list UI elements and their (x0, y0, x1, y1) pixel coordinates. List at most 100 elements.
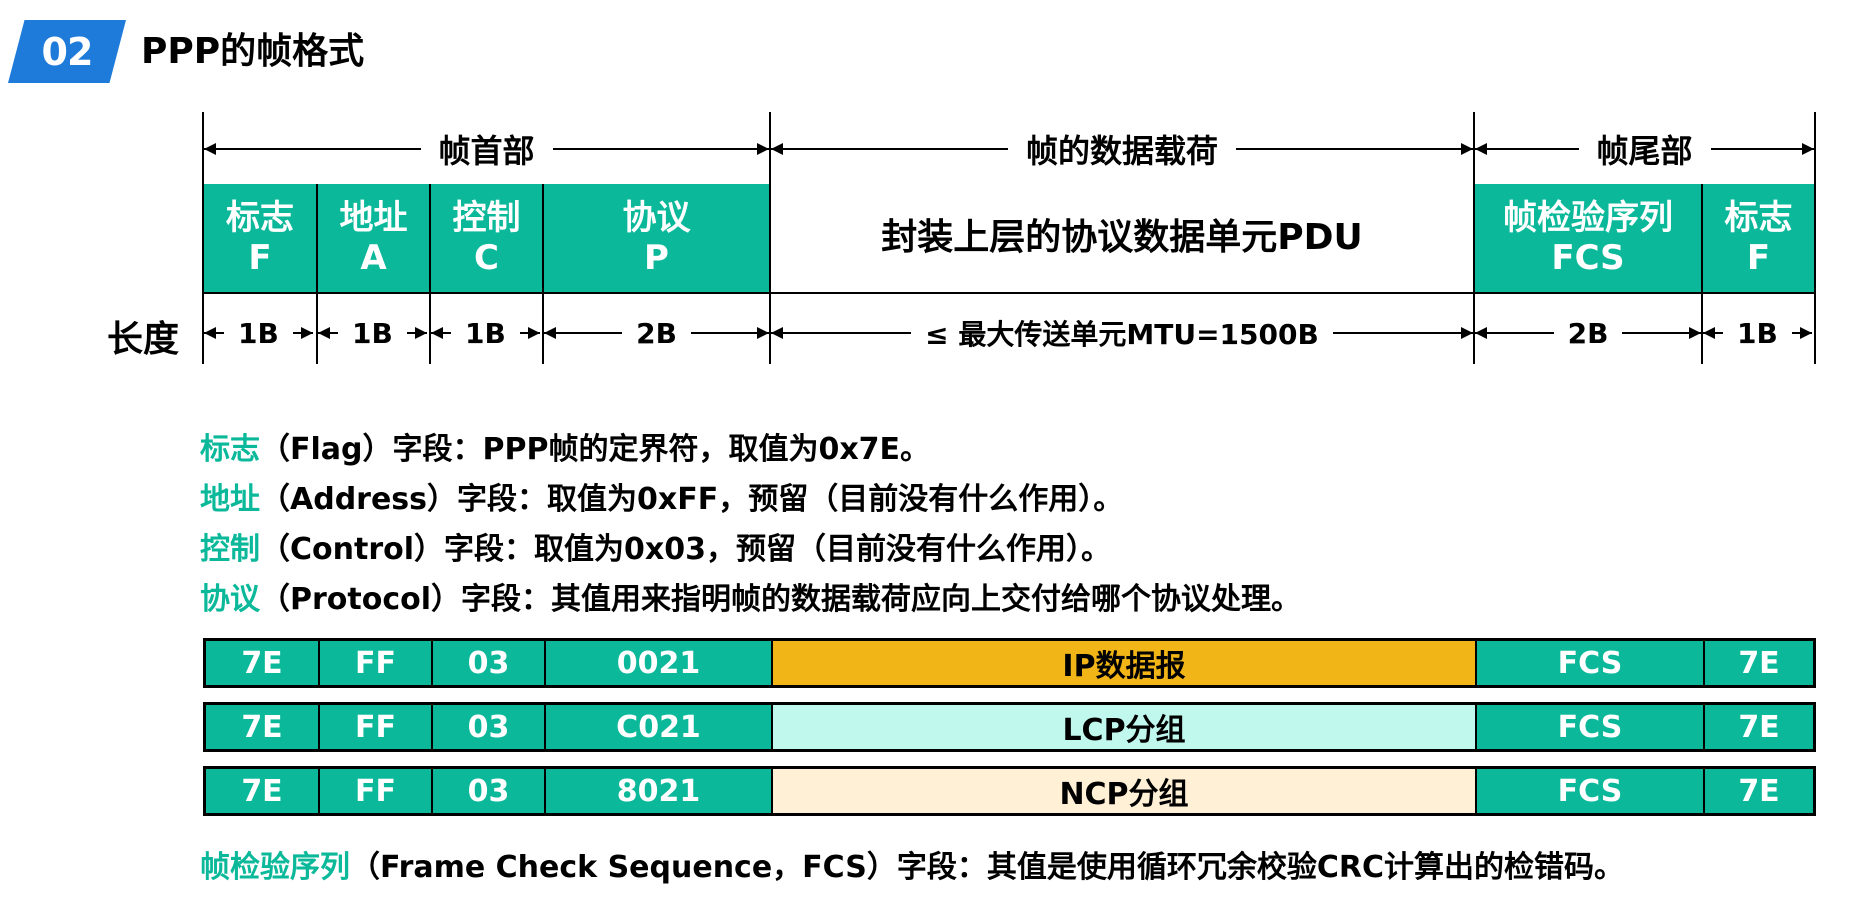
field-abbr: C (474, 238, 499, 278)
example-control: 03 (433, 705, 546, 749)
example-flag: 7E (206, 705, 320, 749)
example-flag: 7E (206, 641, 320, 685)
field-protocol: 协议 P (544, 184, 771, 292)
length-address: 1B (318, 316, 429, 350)
group-label: 帧首部 (438, 132, 535, 170)
example-fcs: FCS (1477, 641, 1705, 685)
description-text: （Address）字段：取值为0xFF，预留（目前没有什么作用）。 (260, 482, 1124, 517)
group-trailer-span: 帧尾部 (1475, 132, 1815, 170)
arrow-left-icon (318, 327, 338, 339)
description-key: 地址 (200, 482, 260, 517)
description-text: （Protocol）字段：其值用来指明帧的数据载荷应向上交付给哪个协议处理。 (260, 582, 1302, 617)
arrow-left-icon (431, 327, 451, 339)
example-frame-lcp: 7E FF 03 C021 LCP分组 FCS 7E (203, 702, 1816, 752)
boundary-line (429, 292, 431, 364)
arrow-left-icon (1475, 143, 1579, 155)
boundary-line (1701, 292, 1703, 364)
field-abbr: FCS (1551, 238, 1625, 278)
field-abbr: A (360, 238, 387, 278)
example-end-flag: 7E (1705, 769, 1813, 813)
example-payload: IP数据报 (773, 641, 1477, 685)
arrow-right-icon (1710, 143, 1815, 155)
description-text: （Frame Check Sequence，FCS）字段：其值是使用循环冗余校验… (350, 850, 1624, 885)
field-name: 标志 (226, 198, 294, 238)
example-address: FF (320, 705, 433, 749)
length-value: 1B (1737, 316, 1778, 350)
field-payload: 封装上层的协议数据单元PDU (771, 184, 1475, 292)
arrow-right-icon (1622, 327, 1702, 339)
example-payload: NCP分组 (773, 769, 1477, 813)
field-abbr: F (1746, 238, 1771, 278)
arrow-right-icon (519, 327, 540, 339)
description-text: （Flag）字段：PPP帧的定界符，取值为0x7E。 (260, 432, 931, 467)
field-name: 地址 (339, 198, 408, 238)
description-text: （Control）字段：取值为0x03，预留（目前没有什么作用）。 (260, 532, 1111, 567)
example-payload: LCP分组 (773, 705, 1477, 749)
arrow-right-icon (1236, 143, 1474, 155)
example-address: FF (320, 769, 433, 813)
field-abbr: P (644, 238, 669, 278)
section-number-badge: 02 (8, 20, 126, 83)
length-label: 长度 (107, 319, 180, 360)
arrow-left-icon (204, 327, 224, 339)
field-fcs: 帧检验序列 FCS (1475, 184, 1703, 292)
length-payload: ≤ 最大传送单元MTU=1500B (771, 318, 1474, 351)
description-address: 地址（Address）字段：取值为0xFF，预留（目前没有什么作用）。 (200, 480, 1123, 520)
example-protocol: C021 (546, 705, 773, 749)
example-protocol: 0021 (546, 641, 773, 685)
example-frame-ip: 7E FF 03 0021 IP数据报 FCS 7E (203, 638, 1816, 688)
description-key: 标志 (200, 432, 260, 467)
example-end-flag: 7E (1705, 705, 1813, 749)
description-control: 控制（Control）字段：取值为0x03，预留（目前没有什么作用）。 (200, 530, 1111, 570)
boundary-line (542, 292, 544, 364)
field-name: 标志 (1724, 198, 1793, 238)
arrow-left-icon (771, 143, 1008, 155)
length-end-flag: 1B (1703, 316, 1814, 350)
field-name: 封装上层的协议数据单元PDU (881, 217, 1363, 258)
length-value: 1B (238, 316, 279, 350)
example-flag: 7E (206, 769, 320, 813)
length-control: 1B (431, 316, 542, 350)
example-fcs: FCS (1477, 769, 1705, 813)
example-frame-ncp: 7E FF 03 8021 NCP分组 FCS 7E (203, 766, 1816, 816)
field-abbr: F (248, 238, 272, 278)
description-protocol: 协议（Protocol）字段：其值用来指明帧的数据载荷应向上交付给哪个协议处理。 (200, 580, 1301, 620)
description-key: 帧检验序列 (200, 850, 350, 885)
field-end-flag: 标志 F (1703, 184, 1814, 292)
length-value: ≤ 最大传送单元MTU=1500B (925, 318, 1319, 351)
page-title: PPP的帧格式 (141, 31, 365, 72)
length-value: 1B (352, 316, 393, 350)
example-control: 03 (433, 769, 546, 813)
group-header-span: 帧首部 (204, 132, 770, 170)
field-name: 帧检验序列 (1503, 198, 1673, 238)
example-end-flag: 7E (1705, 641, 1813, 685)
description-flag: 标志（Flag）字段：PPP帧的定界符，取值为0x7E。 (200, 430, 930, 470)
field-flag: 标志 F (204, 184, 318, 292)
description-fcs: 帧检验序列（Frame Check Sequence，FCS）字段：其值是使用循… (200, 848, 1624, 888)
field-name: 控制 (452, 198, 521, 238)
description-key: 协议 (200, 582, 260, 617)
length-fcs: 2B (1475, 317, 1702, 350)
arrow-left-icon (771, 327, 912, 339)
arrow-left-icon (1703, 327, 1723, 339)
field-address: 地址 A (318, 184, 431, 292)
group-payload-span: 帧的数据载荷 (771, 132, 1474, 170)
arrow-right-icon (690, 327, 770, 339)
length-value: 1B (465, 316, 506, 350)
section-number: 02 (41, 29, 94, 74)
arrow-left-icon (204, 143, 421, 155)
example-protocol: 8021 (546, 769, 773, 813)
field-name: 协议 (622, 198, 691, 238)
arrow-left-icon (1475, 327, 1554, 339)
boundary-line (316, 292, 318, 364)
length-value: 2B (636, 316, 677, 350)
field-control: 控制 C (431, 184, 544, 292)
example-fcs: FCS (1477, 705, 1705, 749)
arrow-right-icon (406, 327, 427, 339)
group-label: 帧的数据载荷 (1026, 132, 1219, 170)
arrow-right-icon (552, 143, 770, 155)
group-label: 帧尾部 (1596, 132, 1693, 170)
arrow-left-icon (544, 327, 623, 339)
arrow-right-icon (1332, 327, 1474, 339)
length-flag: 1B (204, 316, 316, 350)
